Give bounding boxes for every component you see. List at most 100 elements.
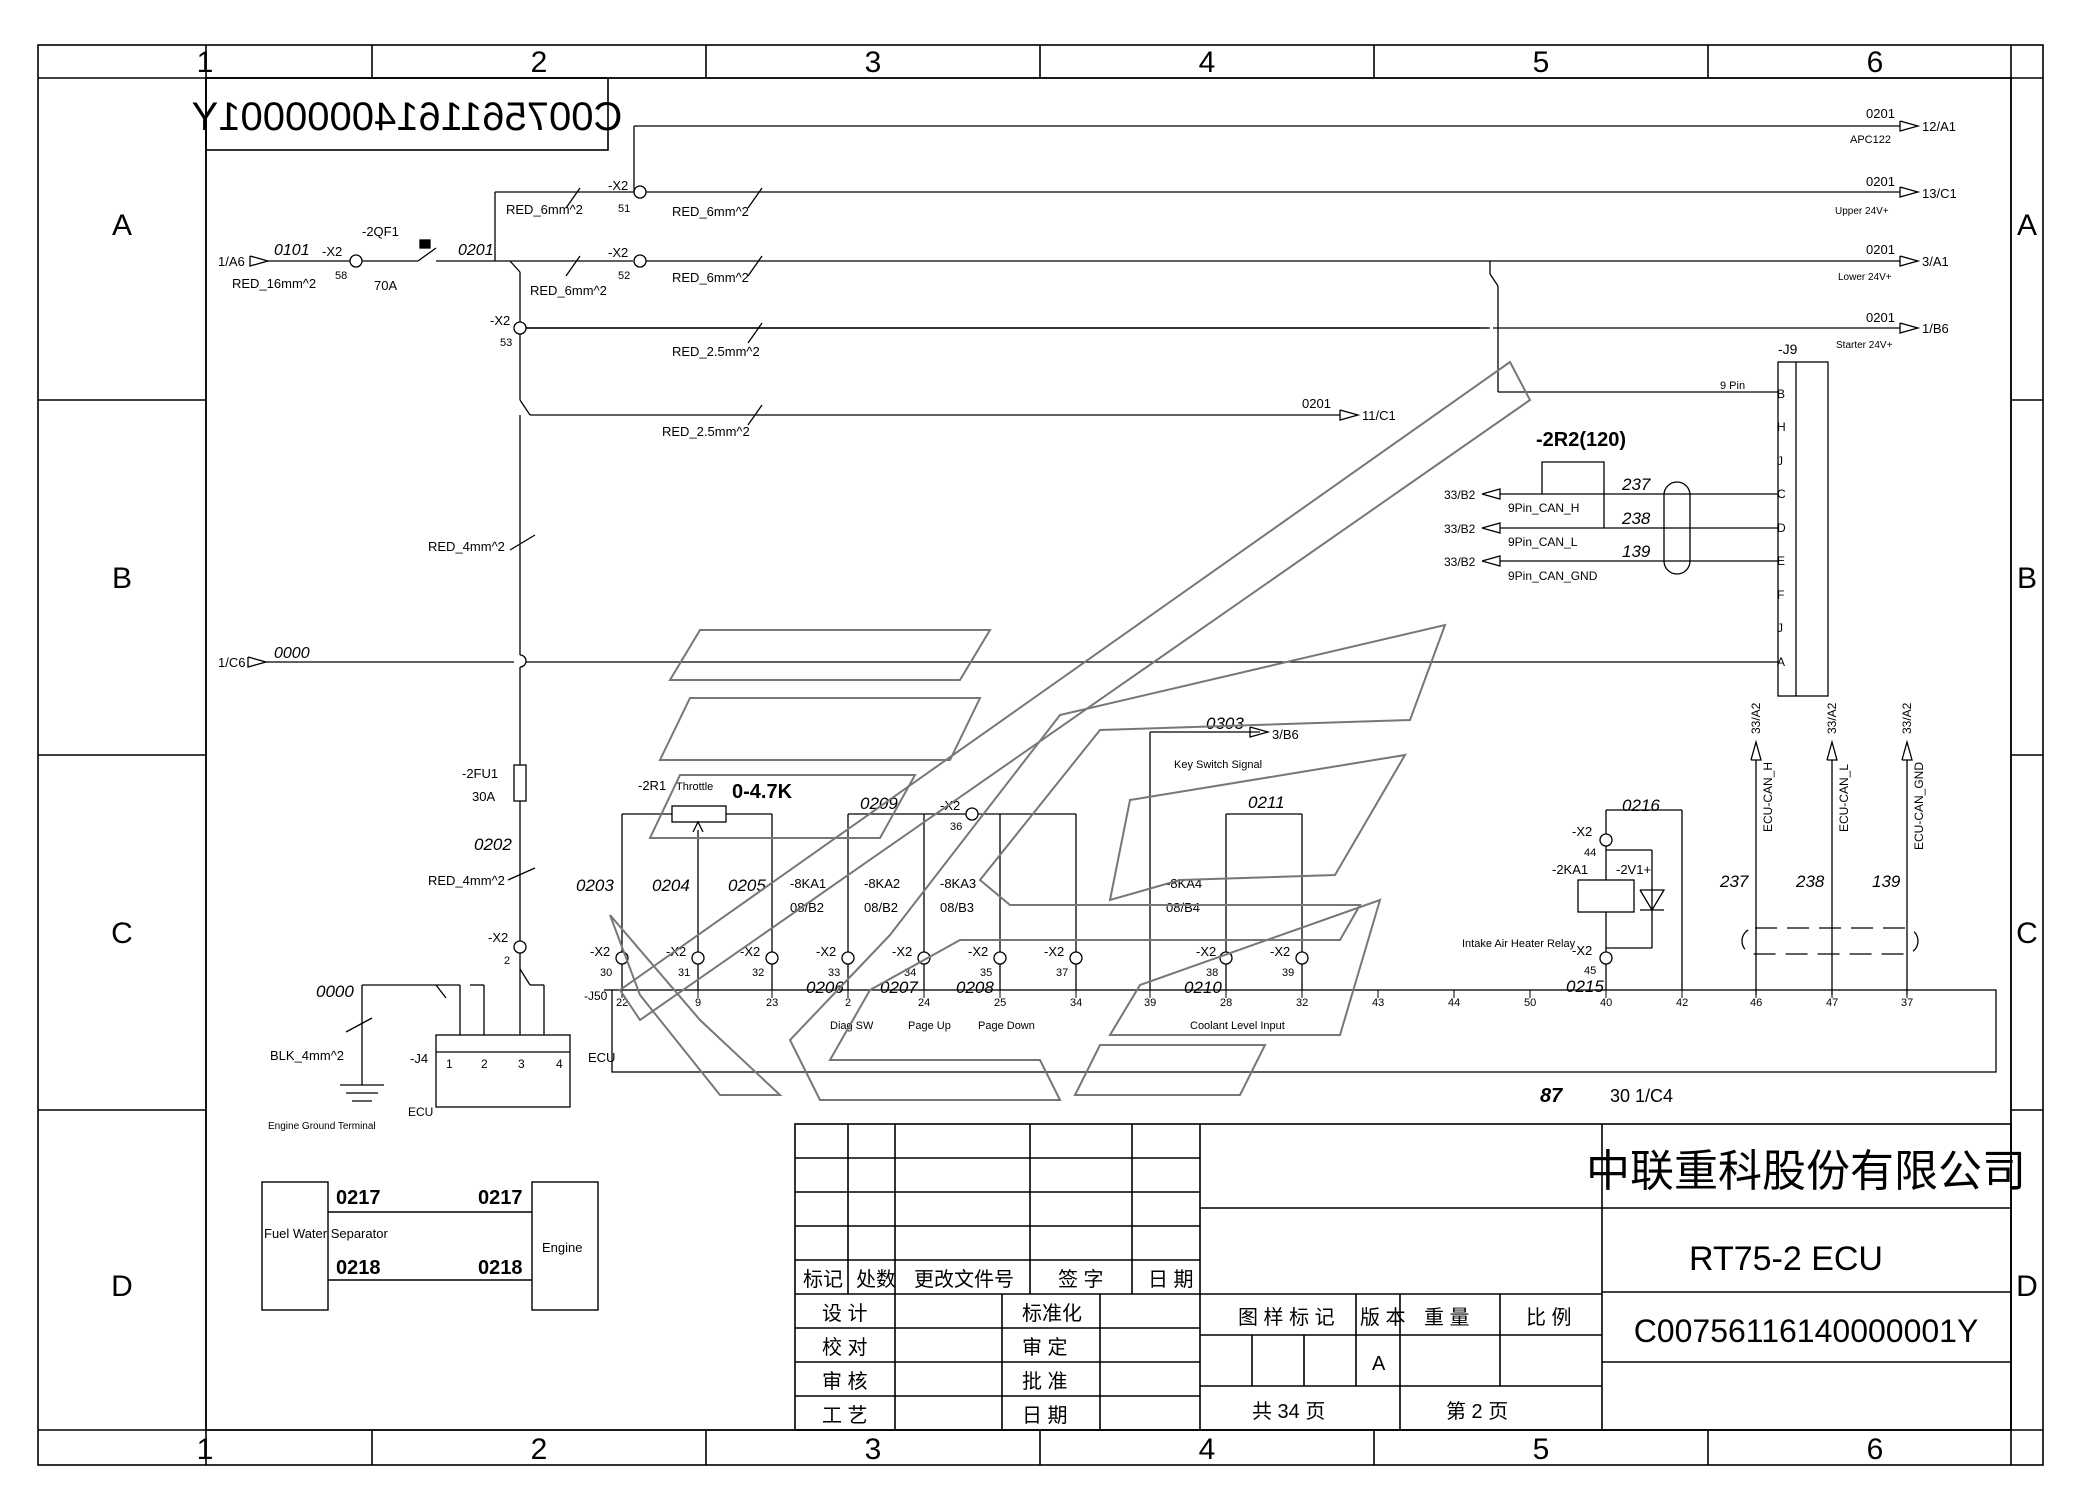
relay-4-name: -8KA4	[1166, 876, 1202, 891]
j4-ecu: ECU	[408, 1105, 433, 1119]
j4-pin-1: 1	[446, 1057, 453, 1071]
x2-33: 33	[828, 967, 840, 979]
zone-col-3: 3	[865, 46, 882, 79]
power-in-ref: 1/A6	[218, 254, 245, 269]
heater-label: Intake Air Heater Relay	[1462, 938, 1576, 950]
j9-pin-c: C	[1777, 487, 1786, 501]
j9-pin-f: F	[1777, 588, 1784, 602]
diode-name: -2V1+	[1616, 862, 1651, 877]
tb-meta-1: 版 本	[1360, 1306, 1406, 1329]
ecu-labels: -J50 ECU 22 9 23 2 24 25 34 39 28 32 43 …	[576, 714, 1913, 1107]
watermark-logo	[609, 360, 1532, 1101]
tb-title: RT75-2 ECU	[1689, 1240, 1883, 1278]
tb-version: A	[1372, 1353, 1386, 1375]
ecu-can-ref-0: 33/A2	[1749, 702, 1763, 734]
relay-3-name: -8KA3	[940, 876, 976, 891]
j9-pin-label: 9 Pin	[1720, 380, 1745, 392]
x2-45-label: -X2	[1572, 943, 1592, 958]
x2-31: 31	[678, 967, 690, 979]
out-1-label: Upper 24V+	[1835, 206, 1889, 217]
ground-bus	[247, 656, 1778, 668]
fuse-labels: -2FU1 30A 0202 -X2 2	[462, 766, 512, 967]
j9-pin-a: A	[1777, 655, 1785, 669]
out-3-ref: 1/B6	[1922, 321, 1949, 336]
ecu-pin-40: 40	[1600, 997, 1612, 1009]
power-wires	[249, 125, 1900, 1035]
relay-1-ref: 08/B2	[790, 900, 824, 915]
relay-4-ref: 08/B4	[1166, 900, 1200, 915]
ecu-pin-32: 32	[1296, 997, 1308, 1009]
pin-52: 52	[618, 270, 630, 282]
ground-blk: BLK_4mm^2	[270, 1048, 344, 1063]
j9-pin-j2: J	[1777, 621, 1783, 635]
tb-mid-0: 标准化	[1022, 1302, 1082, 1325]
out-2-ref: 3/A1	[1922, 254, 1949, 269]
ground-wire: 0000	[274, 645, 310, 662]
can-wire-1: 238	[1621, 509, 1651, 528]
key-label: Key Switch Signal	[1174, 759, 1262, 771]
out-0-ref: 12/A1	[1922, 119, 1956, 134]
can-ref-1: 33/B2	[1444, 522, 1476, 536]
fuel-w2-right: 0218	[478, 1257, 523, 1279]
fuel-w2-left: 0218	[336, 1257, 381, 1279]
tb-meta-2: 重 量	[1424, 1306, 1470, 1329]
ecu-pin-46: 46	[1750, 997, 1762, 1009]
can-resistor: -2R2(120)	[1536, 429, 1626, 451]
fuse-pin2: 2	[504, 955, 510, 967]
ecu-can-ref-2: 33/A2	[1900, 702, 1914, 734]
ecu-can-wire-0: 237	[1719, 872, 1749, 891]
node-wire-0201: 0201	[458, 242, 494, 259]
tb-row-label-2: 更改文件号	[914, 1268, 1014, 1291]
ecu-pin-44: 44	[1448, 997, 1460, 1009]
x2-32-label: -X2	[740, 944, 760, 959]
pin-51: 51	[618, 203, 630, 215]
throttle-range: 0-4.7K	[732, 781, 793, 803]
ecu-can-name-2: ECU-CAN_GND	[1912, 762, 1926, 850]
j9-connector	[1481, 361, 1829, 697]
ground-terminal: Engine Ground Terminal	[268, 1121, 376, 1132]
wire-red6-b: RED_6mm^2	[672, 204, 749, 219]
relay-2-ref: 08/B2	[864, 900, 898, 915]
zone-col-2: 2	[531, 46, 548, 79]
wire-0210: 0210	[1184, 978, 1222, 997]
zone-col-1-bottom: 1	[197, 1433, 214, 1466]
power-in-color: RED_16mm^2	[232, 276, 316, 291]
wire-0203: 0203	[576, 876, 614, 895]
ecu-pin-28: 28	[1220, 997, 1232, 1009]
fuse-rating: 30A	[472, 789, 495, 804]
x2-32: 32	[752, 967, 764, 979]
zone-row-a: A	[112, 209, 132, 242]
fuel-labels: Fuel Water Separator Engine 0217 0217 02…	[264, 1187, 582, 1279]
can-wire-2: 139	[1622, 542, 1651, 561]
j9-labels: -J9 9 Pin B H J C D E F J A -2R2(120) 33…	[1444, 341, 1798, 669]
x2-52: -X2	[608, 245, 628, 260]
x2-34-label: -X2	[892, 944, 912, 959]
key-wire: 0303	[1206, 714, 1244, 733]
ecu-pin-50: 50	[1524, 997, 1536, 1009]
tb-row-label-4: 日 期	[1148, 1269, 1194, 1291]
tb-total-pages: 共 34 页	[1252, 1400, 1325, 1423]
fuse-wire: 0202	[474, 835, 512, 854]
x2-39-label: -X2	[1270, 944, 1290, 959]
ecu-pin-9: 9	[695, 997, 701, 1009]
wire-red4-a: RED_4mm^2	[428, 539, 505, 554]
x2-33-label: -X2	[816, 944, 836, 959]
tb-mid-3: 日 期	[1022, 1405, 1068, 1427]
can-ref-2: 33/B2	[1444, 555, 1476, 569]
ecu-pin-42: 42	[1676, 997, 1688, 1009]
fuel-block	[261, 1181, 599, 1311]
j4-pin-3: 3	[518, 1057, 525, 1071]
x2-30: 30	[600, 967, 612, 979]
footer-87: 87	[1540, 1085, 1563, 1107]
zone-row-c: C	[111, 917, 133, 950]
tb-left-1: 校 对	[822, 1336, 868, 1359]
tb-left-2: 审 核	[822, 1370, 868, 1393]
power-labels: 1/A6 0101 RED_16mm^2 -X2 58 -2QF1 70A 02…	[218, 106, 1957, 888]
j9-pin-j1: J	[1777, 454, 1783, 468]
j9-pin-d: D	[1777, 521, 1786, 535]
j4-connector	[340, 984, 571, 1108]
power-in-wire: 0101	[274, 242, 310, 259]
func-coolant: Coolant Level Input	[1190, 1020, 1285, 1032]
x2-35: 35	[980, 967, 992, 979]
